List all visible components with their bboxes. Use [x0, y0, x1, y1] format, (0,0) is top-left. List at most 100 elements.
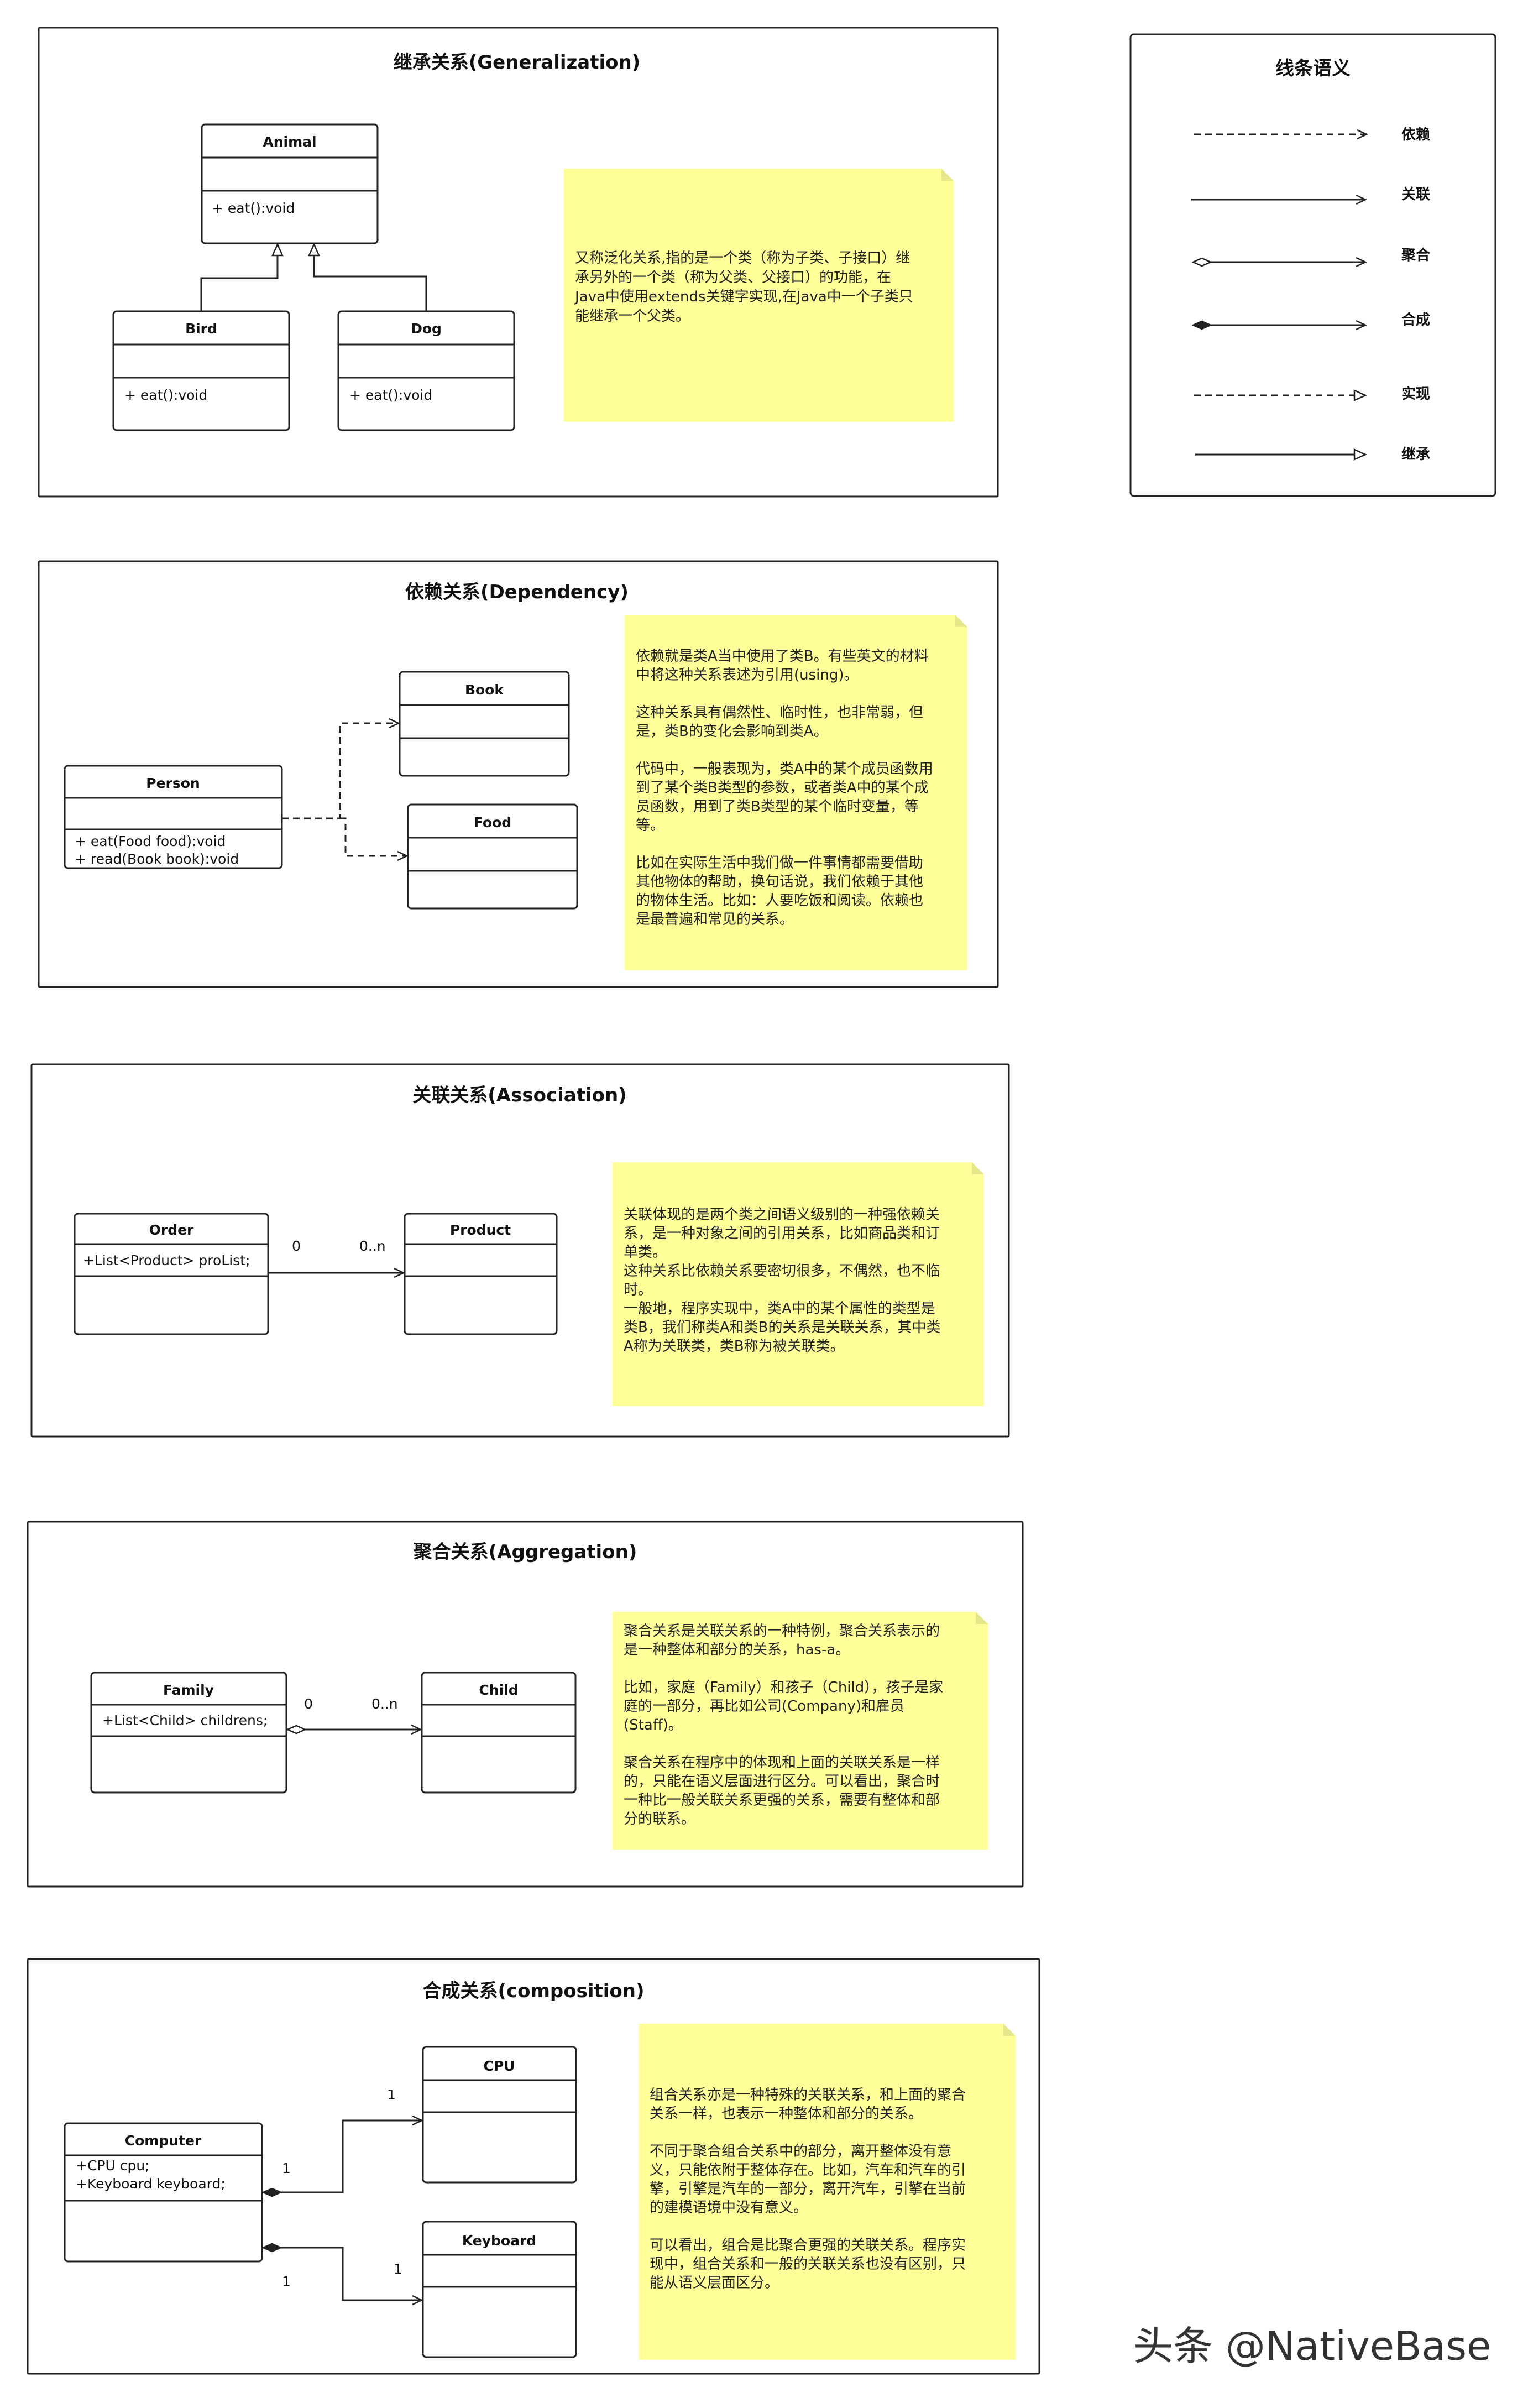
note-line: 这种关系比依赖关系要密切很多，不偶然，也不临 [624, 1263, 940, 1279]
note-line: 是最普遍和常见的关系。 [636, 911, 794, 928]
composition-section: 合成关系(composition) Computer +CPU cpu; +Ke… [27, 1958, 1040, 2375]
note-line: 时。 [624, 1282, 652, 1298]
class-bird[interactable]: Bird + eat():void [112, 310, 290, 431]
note-line: 这种关系具有偶然性、临时性，也非常弱，但 [636, 704, 923, 721]
note-line: 不同于聚合组合关系中的部分，离开整体没有意 [650, 2143, 951, 2160]
note-line: 中将这种关系表述为引用(using)。 [636, 667, 859, 683]
note-line: 依赖就是类A当中使用了类B。有些英文的材料 [636, 648, 929, 665]
class-name: Keyboard [462, 2233, 536, 2249]
note-line: 其他物体的帮助，换句话说，我们依赖于其他 [636, 874, 923, 890]
svg-text:又称泛化关系,指的是一个类（称为子类、子接口）继承另外的一个: 又称泛化关系,指的是一个类（称为子类、子接口）继承另外的一个类（称为父类、父接口… [574, 250, 913, 325]
note-line: 聚合关系是关联关系的一种特例，聚合关系表示的 [624, 1623, 940, 1639]
class-computer[interactable]: Computer +CPU cpu; +Keyboard keyboard; [64, 2122, 263, 2263]
note-line: 员函数，用到了类B类型的某个临时变量，等 [636, 798, 919, 815]
class-method: + eat():void [124, 387, 207, 403]
class-book[interactable]: Book [399, 671, 570, 777]
class-method: + eat():void [349, 387, 432, 403]
class-cpu[interactable]: CPU [422, 2046, 577, 2184]
note-line: 的建模语境中没有意义。 [650, 2200, 808, 2216]
note-line: 单类。 [624, 1244, 667, 1261]
note-line: 又称泛化关系,指的是一个类（称为子类、子接口）继 [575, 250, 910, 267]
legend-label-aggregation: 聚合 [1401, 247, 1431, 264]
inheritance-arrow-bird [200, 244, 278, 311]
class-name: CPU [484, 2058, 515, 2074]
multiplicity-right: 0..n [359, 1238, 386, 1254]
note-line: 一般地，程序实现中，类A中的某个属性的类型是 [624, 1300, 935, 1317]
class-name: Order [149, 1222, 194, 1238]
class-name: Dog [411, 321, 442, 337]
legend-label-dependency: 依赖 [1401, 127, 1430, 143]
dependency-arrow-food [340, 817, 407, 856]
note-dependency: 依赖就是类A当中使用了类B。有些英文的材料中将这种关系表述为引用(using)。… [625, 615, 967, 970]
legend-label-association: 关联 [1401, 186, 1430, 203]
class-name: Book [465, 682, 504, 698]
class-child[interactable]: Child [421, 1672, 577, 1794]
class-product[interactable]: Product [404, 1213, 558, 1335]
note-line: 是一种整体和部分的关系，has-a。 [624, 1642, 850, 1658]
class-person[interactable]: Person + eat(Food food):void + read(Book… [64, 765, 283, 869]
note-line [650, 2124, 654, 2141]
class-keyboard[interactable]: Keyboard [422, 2221, 577, 2358]
multiplicity-right: 0..n [371, 1696, 398, 1712]
class-dog[interactable]: Dog + eat():void [337, 310, 515, 431]
note-line: 等。 [636, 817, 664, 834]
class-order[interactable]: Order +List<Product> proList; [74, 1213, 269, 1335]
note-aggregation: 聚合关系是关联关系的一种特例，聚合关系表示的是一种整体和部分的关系，has-a。… [613, 1612, 988, 1850]
generalization-section: 继承关系(Generalization) Animal + eat():void… [38, 27, 999, 498]
note-association: 关联体现的是两个类之间语义级别的一种强依赖关系，是一种对象之间的引用关系，比如商… [613, 1162, 984, 1406]
note-line [636, 836, 640, 853]
note-line: 比如在实际生活中我们做一件事情都需要借助 [636, 855, 923, 871]
note-composition: 组合关系亦是一种特殊的关联关系，和上面的聚合关系一样，也表示一种整体和部分的关系… [639, 2024, 1016, 2360]
class-method: + eat():void [212, 200, 295, 216]
class-food[interactable]: Food [407, 803, 578, 910]
note-line: 代码中，一般表现为，类A中的某个成员函数用 [636, 761, 933, 777]
note-line: 能从语义层面区分。 [650, 2275, 779, 2291]
note-line: A称为关联类，类B称为被关联类。 [624, 1338, 845, 1355]
note-line: 现中，组合关系和一般的关联关系也没有区别，只 [650, 2256, 966, 2273]
note-line: 擎，引擎是汽车的一部分，离开汽车，引擎在当前 [650, 2181, 966, 2197]
note-line [636, 742, 640, 759]
multiplicity-kb-target: 1 [394, 2261, 402, 2277]
note-line [624, 1660, 628, 1677]
note-line: 类B，我们称类A和类B的关系是关联关系，其中类 [624, 1319, 940, 1336]
class-attribute: +Keyboard keyboard; [76, 2176, 226, 2192]
note-line: 义，只能依附于整体存在。比如，汽车和汽车的引 [650, 2162, 966, 2179]
inheritance-arrow-dog [314, 244, 427, 311]
note-line: 比如，家庭（Family）和孩子（Child），孩子是家 [624, 1679, 943, 1696]
section-title: 继承关系(Generalization) [394, 51, 641, 74]
legend-label-generalization: 继承 [1401, 446, 1430, 463]
class-family[interactable]: Family +List<Child> childrens; [90, 1672, 287, 1794]
watermark: 头条 @NativeBase [1133, 2323, 1491, 2369]
note-line: 一种比一般关联关系更强的关系，需要有整体和部 [624, 1792, 940, 1809]
svg-text:依赖就是类A当中使用了类B。有些英文的材料中将这种关系表述为: 依赖就是类A当中使用了类B。有些英文的材料中将这种关系表述为引用(using)。… [636, 648, 933, 928]
composition-arrow-keyboard [263, 2248, 422, 2300]
section-title: 聚合关系(Aggregation) [413, 1541, 637, 1563]
note-line: 是，类B的变化会影响到类A。 [636, 723, 828, 740]
note-line [636, 686, 640, 702]
note-line: 可以看出，组合是比聚合更强的关联关系。程序实 [650, 2237, 966, 2254]
association-section: 关联关系(Association) Order +List<Product> p… [30, 1063, 1010, 1438]
note-line [624, 1736, 628, 1752]
class-name: Child [479, 1682, 518, 1698]
legend-label-realization: 实现 [1401, 385, 1430, 403]
note-generalization: 又称泛化关系,指的是一个类（称为子类、子接口）继承另外的一个类（称为父类、父接口… [564, 169, 954, 422]
note-line: Java中使用extends关键字实现,在Java中一个子类只 [574, 289, 913, 305]
multiplicity-kb-source: 1 [282, 2274, 291, 2290]
note-line: 关系一样，也表示一种整体和部分的关系。 [650, 2106, 923, 2122]
class-animal[interactable]: Animal + eat():void [201, 123, 379, 244]
class-attribute: +CPU cpu; [76, 2158, 150, 2174]
legend-panel: 线条语义 依赖 关联 聚合 合成 实现 继承 [1129, 33, 1496, 497]
class-name: Family [163, 1682, 214, 1698]
aggregation-section: 聚合关系(Aggregation) Family +List<Child> ch… [27, 1521, 1024, 1888]
legend-title: 线条语义 [1275, 58, 1351, 80]
legend-label-composition: 合成 [1401, 311, 1430, 328]
class-name: Bird [185, 321, 217, 337]
note-line: 组合关系亦是一种特殊的关联关系，和上面的聚合 [650, 2087, 966, 2103]
note-line: 分的联系。 [624, 1811, 695, 1827]
note-line: 到了某个类B类型的参数，或者类A中的某个成 [636, 780, 929, 796]
class-method: + read(Book book):void [75, 851, 239, 867]
svg-text:关联体现的是两个类之间语义级别的一种强依赖关系，是一种对象之: 关联体现的是两个类之间语义级别的一种强依赖关系，是一种对象之间的引用关系，比如商… [624, 1206, 940, 1355]
class-name: Food [474, 814, 511, 830]
multiplicity-cpu-source: 1 [282, 2160, 291, 2176]
